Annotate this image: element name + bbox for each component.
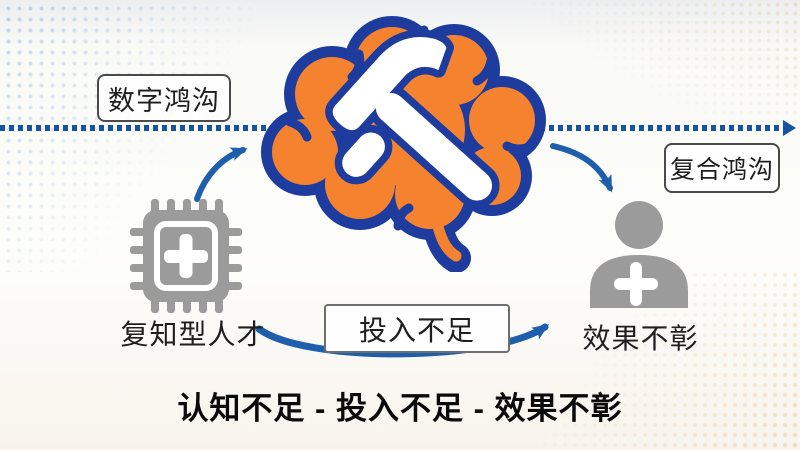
label-investment-text: 投入不足 (358, 314, 475, 346)
label-compound-divide: 复合鸿沟 (664, 143, 780, 193)
brain-hammer-icon (261, 16, 546, 272)
dotted-divider-arrowhead-icon (783, 120, 796, 136)
label-compound-divide-text: 复合鸿沟 (669, 156, 774, 184)
caption-talent: 复知型人才 (120, 319, 266, 350)
cpu-chip-plus-icon (130, 199, 242, 313)
user-plus-icon (590, 201, 688, 308)
label-investment: 投入不足 (324, 304, 510, 353)
headline-text: 认知不足 - 投入不足 - 效果不彰 (177, 391, 623, 426)
label-digital-divide: 数字鸿沟 (97, 74, 231, 122)
halftone-dots-top-right (530, 0, 800, 130)
arrow-brain-to-result (550, 143, 613, 193)
arrow-talent-to-brain (194, 147, 248, 202)
hammer-icon (325, 29, 500, 209)
caption-result: 效果不彰 (582, 323, 699, 354)
label-digital-divide-text: 数字鸿沟 (108, 85, 220, 116)
